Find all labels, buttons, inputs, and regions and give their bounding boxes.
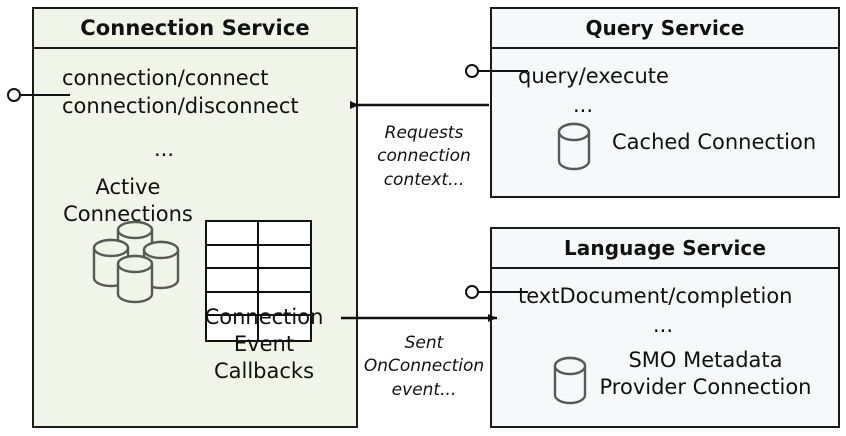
- table-cell: [207, 245, 259, 270]
- component-language-service[interactable]: Language Service textDocument/completion…: [490, 227, 840, 428]
- table-cell: [258, 293, 310, 317]
- table-cell: [207, 222, 259, 246]
- edge-label-requests-connection-context: Requests connection context...: [377, 123, 471, 190]
- component-title-connection-service: Connection Service: [34, 9, 356, 49]
- provided-interface-list-query-service: query/execute: [518, 64, 669, 88]
- component-body-query-service: query/execute ... Cached Connection: [492, 49, 838, 196]
- artifact-label-active-connections: Active Connections: [63, 175, 193, 226]
- table-cell: [258, 222, 310, 246]
- table-cell: [207, 292, 259, 317]
- artifact-label-smo-metadata-provider-connection: SMO Metadata Provider Connection: [599, 348, 812, 399]
- artifact-label-connection-event-callbacks: Connection Event Callbacks: [204, 305, 324, 383]
- table-cell: [207, 269, 259, 293]
- ellipsis-language-service: ...: [652, 313, 674, 337]
- component-title-language-service: Language Service: [492, 229, 838, 269]
- ellipsis-query-service: ...: [572, 93, 594, 117]
- table-cell: [258, 269, 310, 293]
- database-icon: [550, 355, 592, 411]
- provided-interface-list-language-service: textDocument/completion: [518, 284, 793, 308]
- component-body-language-service: textDocument/completion ... SMO Metadata…: [492, 269, 838, 426]
- table-cell: [258, 246, 310, 270]
- component-query-service[interactable]: Query Service query/execute ... Cached C…: [490, 7, 840, 198]
- provided-interface-list-connection-service: connection/connect connection/disconnect: [62, 66, 299, 118]
- component-connection-service[interactable]: Connection Service connection/connect co…: [32, 7, 358, 428]
- ellipsis-connection-service: ...: [153, 137, 175, 161]
- table-grid-icon: [205, 220, 312, 342]
- component-title-query-service: Query Service: [492, 9, 838, 49]
- database-icon: [554, 121, 596, 177]
- table-cell: [207, 316, 259, 340]
- edge-label-sent-onconnection-event: Sent OnConnection event...: [363, 333, 485, 400]
- artifact-label-cached-connection: Cached Connection: [612, 130, 817, 154]
- database-stack-icon: [84, 212, 192, 308]
- component-body-connection-service: connection/connect connection/disconnect…: [34, 49, 356, 426]
